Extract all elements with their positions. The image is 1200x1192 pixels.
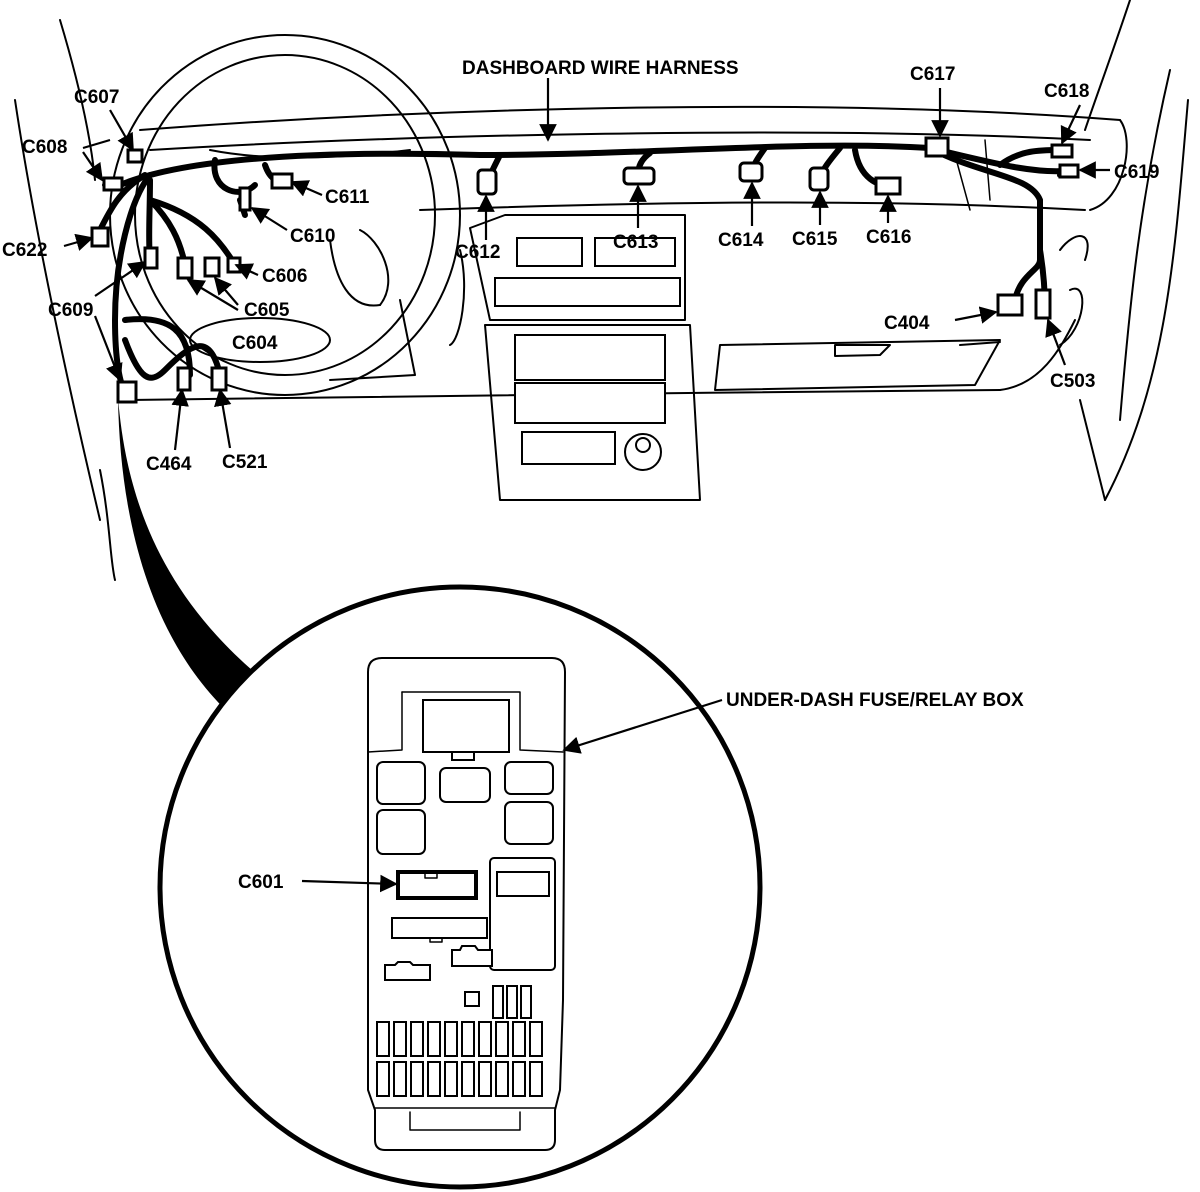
label-c615: C615 xyxy=(792,229,838,250)
harness-callout: DASHBOARD WIRE HARNESS xyxy=(462,58,739,142)
label-c601: C601 xyxy=(238,872,284,893)
connector-c605-block-a xyxy=(176,256,194,280)
connector-blocks xyxy=(90,136,1080,404)
label-c619: C619 xyxy=(1114,162,1159,183)
label-c604: C604 xyxy=(232,333,278,354)
center-console xyxy=(469,214,701,501)
label-c607: C607 xyxy=(74,87,119,108)
label-c616: C616 xyxy=(866,227,911,248)
label-c612: C612 xyxy=(455,242,500,263)
connector-c609-block xyxy=(143,246,159,270)
label-c617: C617 xyxy=(910,64,955,85)
connector-c607-block xyxy=(126,148,144,164)
connector-c617-block xyxy=(924,136,950,158)
fuse-box-label: UNDER-DASH FUSE/RELAY BOX xyxy=(726,690,1024,711)
connector-c605-block-b xyxy=(203,256,221,278)
connector-c521-block xyxy=(210,366,228,392)
fuse-relay-box xyxy=(367,657,567,1151)
label-c611: C611 xyxy=(325,187,370,208)
label-c404: C404 xyxy=(884,313,930,334)
connector-c608-block xyxy=(102,176,124,192)
connector-c611-block xyxy=(270,172,294,190)
label-c608: C608 xyxy=(22,137,67,158)
connector-c610-block xyxy=(238,186,252,212)
dashboard-outline xyxy=(14,0,1189,581)
label-c610: C610 xyxy=(290,226,335,247)
label-c503: C503 xyxy=(1050,371,1095,392)
label-c606: C606 xyxy=(262,266,307,287)
harness-label: DASHBOARD WIRE HARNESS xyxy=(462,58,739,79)
connector-c404-block xyxy=(996,293,1024,317)
label-c609: C609 xyxy=(48,300,93,321)
label-c464: C464 xyxy=(146,454,192,475)
connector-c464-block xyxy=(176,366,192,392)
connector-c609-lower-block xyxy=(116,380,138,404)
label-c622: C622 xyxy=(2,240,47,261)
callouts: C607 C608 C622 C609 C611 C610 C606 C605 … xyxy=(2,64,1159,475)
connector-c612-block xyxy=(476,168,498,196)
label-c618: C618 xyxy=(1044,81,1089,102)
connector-c614-block xyxy=(738,161,764,183)
connector-c503-block xyxy=(1034,288,1052,320)
fuse-grid xyxy=(376,1021,543,1097)
wire-harness xyxy=(97,142,1078,393)
label-c605: C605 xyxy=(244,300,290,321)
fuse-box-callouts: UNDER-DASH FUSE/RELAY BOX C601 xyxy=(238,690,1024,893)
connector-c615-block xyxy=(808,166,830,192)
connector-c618-block xyxy=(1050,143,1074,159)
label-c614: C614 xyxy=(718,230,764,251)
label-c521: C521 xyxy=(222,452,268,473)
connector-c613-block xyxy=(622,166,656,186)
connector-c616-block xyxy=(874,176,902,196)
connector-c619-block xyxy=(1058,163,1080,179)
connector-c622-block xyxy=(90,226,110,248)
label-c613: C613 xyxy=(613,232,658,253)
